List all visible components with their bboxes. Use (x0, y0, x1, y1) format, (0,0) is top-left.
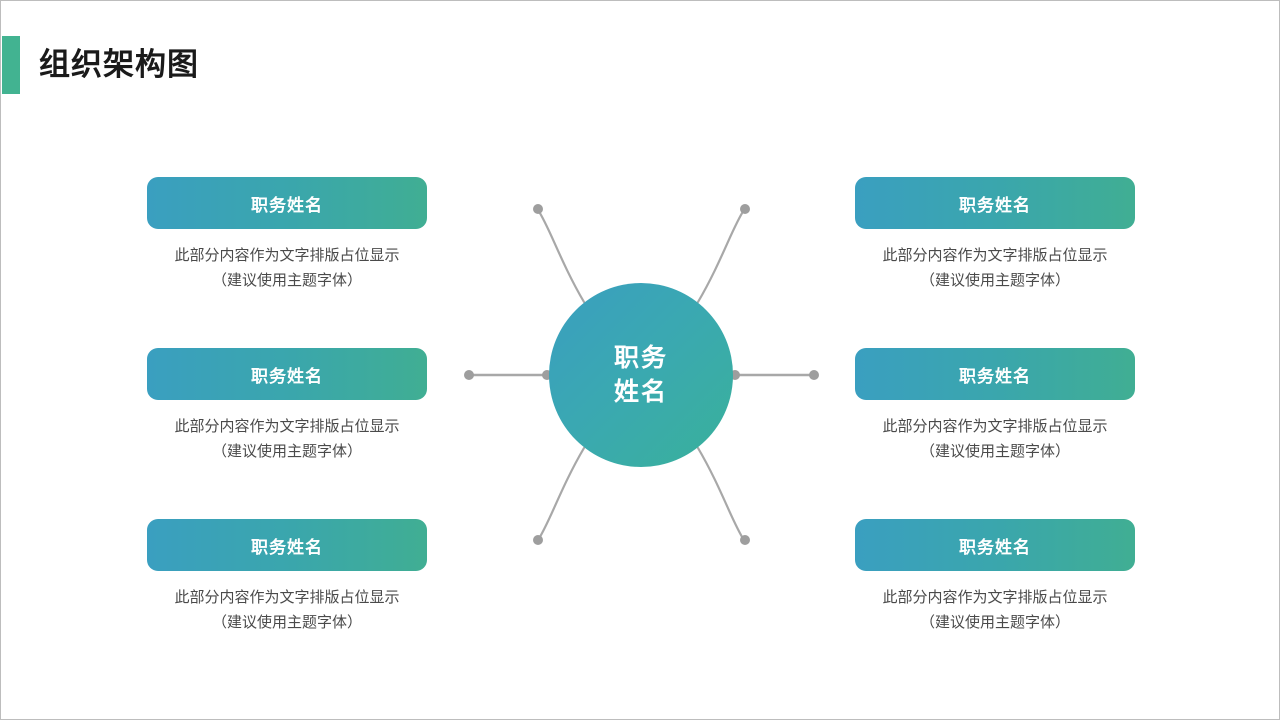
center-node-line1: 职务 (613, 343, 668, 372)
branch-description-line2: （建议使用主题字体） (919, 271, 1070, 289)
branch-left-bottom: 职务姓名 此部分内容作为文字排版占位显示 （建议使用主题字体） (147, 519, 427, 635)
branch-title-box[interactable]: 职务姓名 (147, 348, 427, 400)
branch-description-line2: （建议使用主题字体） (211, 271, 362, 289)
page-title: 组织架构图 (39, 47, 199, 83)
branch-right-top: 职务姓名 此部分内容作为文字排版占位显示 （建议使用主题字体） (855, 177, 1135, 293)
branch-title-box[interactable]: 职务姓名 (855, 348, 1135, 400)
branch-description-line2: （建议使用主题字体） (211, 442, 362, 460)
branch-description: 此部分内容作为文字排版占位显示 （建议使用主题字体） (855, 243, 1135, 293)
branch-title-label: 职务姓名 (959, 366, 1031, 387)
connector-dot-top-right (740, 204, 750, 214)
branch-description-line1: 此部分内容作为文字排版占位显示 (882, 588, 1108, 606)
branch-description-line2: （建议使用主题字体） (211, 613, 362, 631)
connector-dot-bottom-left (533, 535, 543, 545)
branch-description-line1: 此部分内容作为文字排版占位显示 (174, 246, 400, 264)
branch-description: 此部分内容作为文字排版占位显示 （建议使用主题字体） (855, 414, 1135, 464)
branch-title-label: 职务姓名 (251, 366, 323, 387)
branch-description: 此部分内容作为文字排版占位显示 （建议使用主题字体） (147, 585, 427, 635)
branch-description: 此部分内容作为文字排版占位显示 （建议使用主题字体） (147, 414, 427, 464)
branch-description: 此部分内容作为文字排版占位显示 （建议使用主题字体） (855, 585, 1135, 635)
branch-title-label: 职务姓名 (959, 537, 1031, 558)
center-node-line2: 姓名 (613, 377, 668, 406)
branch-description-line1: 此部分内容作为文字排版占位显示 (882, 246, 1108, 264)
connector-dot-middle-left-outer (464, 370, 474, 380)
branch-description: 此部分内容作为文字排版占位显示 （建议使用主题字体） (147, 243, 427, 293)
branch-title-box[interactable]: 职务姓名 (855, 177, 1135, 229)
branch-right-middle: 职务姓名 此部分内容作为文字排版占位显示 （建议使用主题字体） (855, 348, 1135, 464)
branch-title-box[interactable]: 职务姓名 (147, 177, 427, 229)
branch-description-line2: （建议使用主题字体） (919, 442, 1070, 460)
center-node[interactable]: 职务 姓名 (549, 283, 733, 467)
branch-title-label: 职务姓名 (251, 537, 323, 558)
connector-dot-middle-right-outer (809, 370, 819, 380)
branch-title-box[interactable]: 职务姓名 (147, 519, 427, 571)
connector-curve-top-right (696, 208, 746, 304)
connector-curve-bottom-left (536, 446, 586, 542)
branch-description-line1: 此部分内容作为文字排版占位显示 (174, 588, 400, 606)
connector-curve-bottom-right (696, 446, 746, 542)
connector-dot-top-left (533, 204, 543, 214)
connector-curve-top-left (536, 208, 586, 304)
branch-left-middle: 职务姓名 此部分内容作为文字排版占位显示 （建议使用主题字体） (147, 348, 427, 464)
branch-title-box[interactable]: 职务姓名 (855, 519, 1135, 571)
branch-title-label: 职务姓名 (959, 195, 1031, 216)
branch-left-top: 职务姓名 此部分内容作为文字排版占位显示 （建议使用主题字体） (147, 177, 427, 293)
branch-description-line1: 此部分内容作为文字排版占位显示 (174, 417, 400, 435)
connector-dot-bottom-right (740, 535, 750, 545)
branch-title-label: 职务姓名 (251, 195, 323, 216)
branch-description-line2: （建议使用主题字体） (919, 613, 1070, 631)
branch-right-bottom: 职务姓名 此部分内容作为文字排版占位显示 （建议使用主题字体） (855, 519, 1135, 635)
branch-description-line1: 此部分内容作为文字排版占位显示 (882, 417, 1108, 435)
title-accent-bar (2, 36, 20, 94)
